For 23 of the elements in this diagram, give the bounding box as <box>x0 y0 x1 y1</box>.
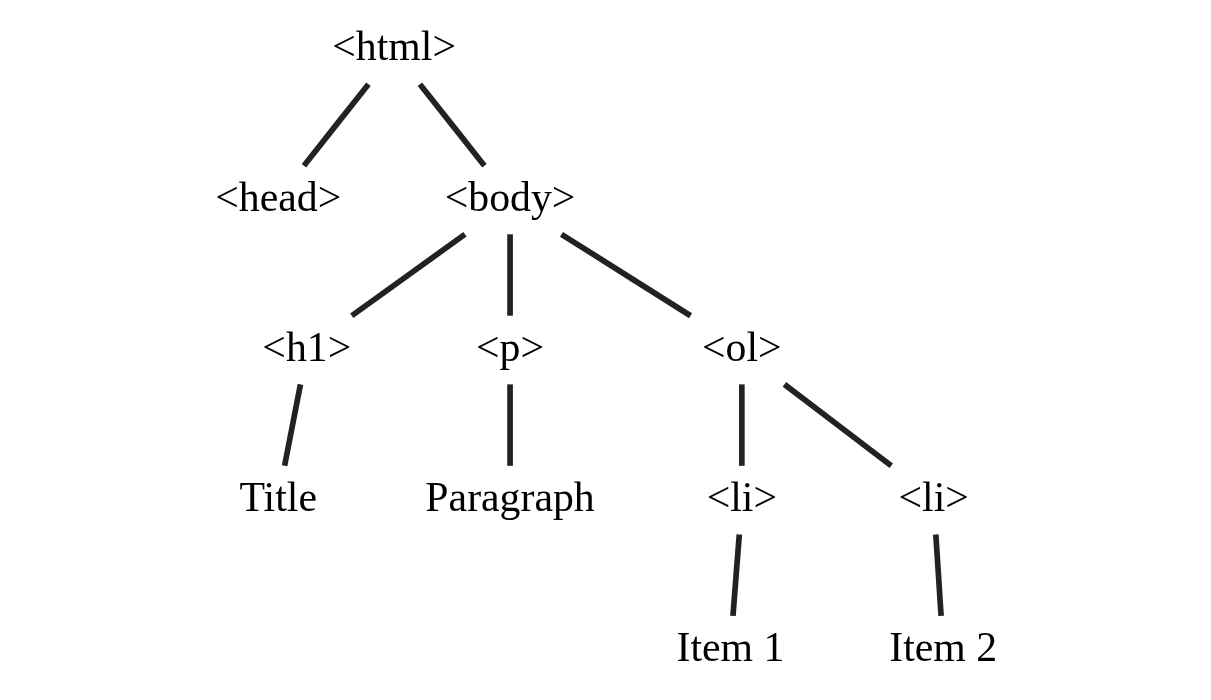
node-text: Item 1 <box>675 623 784 670</box>
connector <box>738 384 745 466</box>
connector <box>281 383 303 467</box>
node-text: <h1> <box>261 323 351 370</box>
node-text: <head> <box>214 173 341 220</box>
connector <box>559 231 692 319</box>
connector <box>349 231 467 319</box>
node-text: Title <box>239 473 317 520</box>
connector <box>729 534 742 617</box>
connector <box>506 234 513 316</box>
node-text: Item 2 <box>888 623 997 670</box>
connector <box>301 82 371 168</box>
node-text: <p> <box>475 323 544 370</box>
node-text: <body> <box>444 173 575 220</box>
connector <box>417 82 487 168</box>
node-text: <html> <box>331 23 456 70</box>
node-text: <li> <box>706 473 777 520</box>
node-text: <ol> <box>701 323 782 370</box>
connector <box>932 534 944 617</box>
node-text: Paragraph <box>424 473 595 520</box>
node-text: <li> <box>898 473 969 520</box>
connector <box>782 382 893 469</box>
connector <box>506 384 513 466</box>
